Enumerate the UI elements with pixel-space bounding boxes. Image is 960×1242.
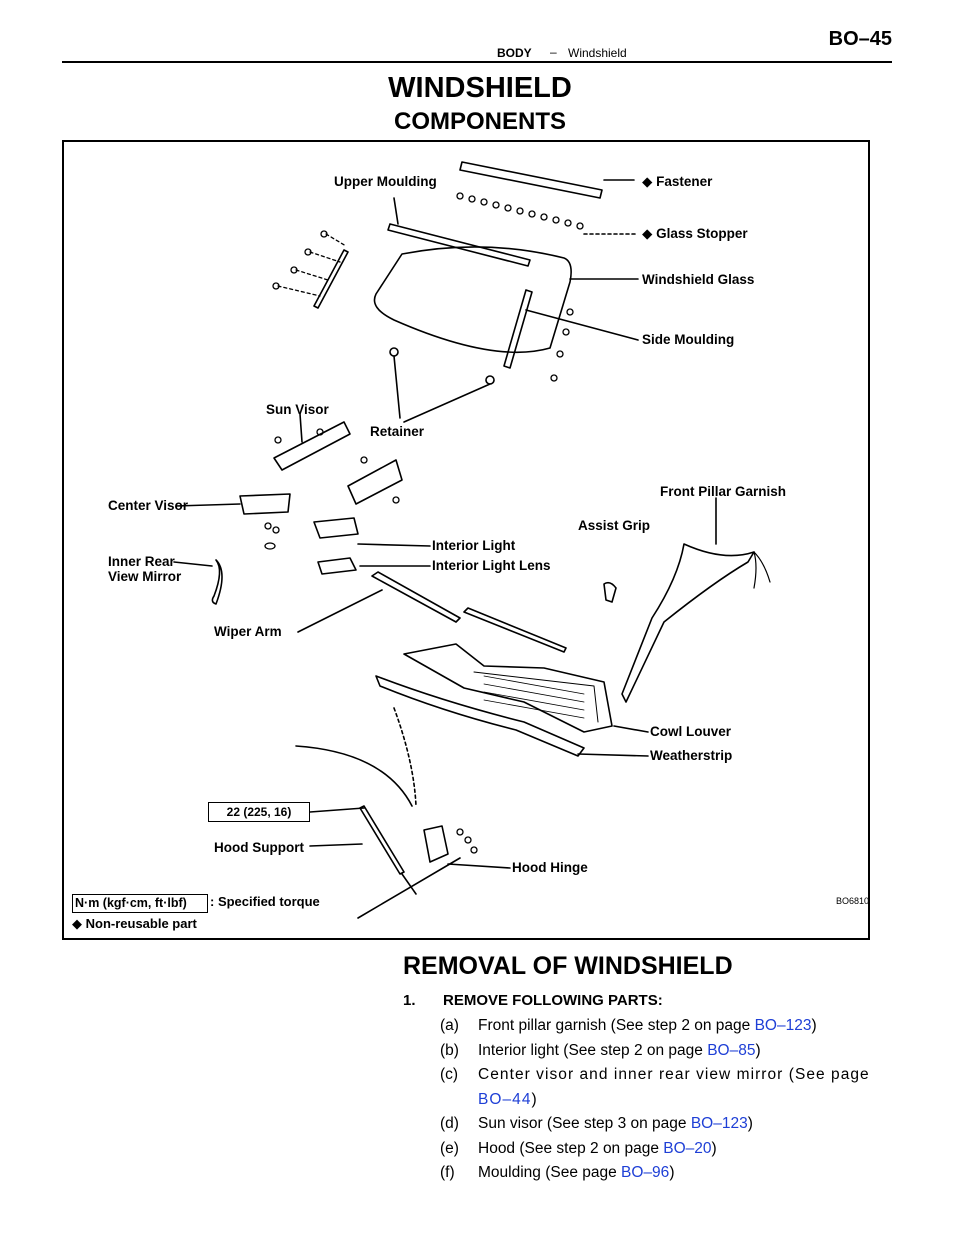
- item-text: Sun visor (See step 3 on page BO–123): [478, 1115, 753, 1133]
- label-windshield-glass: Windshield Glass: [642, 272, 755, 287]
- label-center-visor: Center Visor: [108, 498, 189, 513]
- components-diagram: ◆ Fastener ◆ Glass Stopper Upper Mouldin…: [62, 140, 870, 940]
- legend-torque-text: : Specified torque: [210, 894, 320, 909]
- header-topic: Windshield: [568, 46, 627, 60]
- label-cowl-louver: Cowl Louver: [650, 724, 732, 739]
- header-section: BODY: [497, 46, 532, 60]
- header-separator: –: [550, 45, 557, 59]
- label-side-moulding: Side Moulding: [642, 332, 735, 347]
- item-key: (a): [440, 1017, 459, 1034]
- removal-items: (a) Front pillar garnish (See step 2 on …: [440, 1014, 900, 1186]
- item-text: Interior light (See step 2 on page BO–85…: [478, 1041, 761, 1059]
- list-item: (c) Center visor and inner rear view mir…: [440, 1063, 900, 1112]
- label-interior-light: Interior Light: [432, 538, 516, 553]
- removal-heading: REMOVAL OF WINDSHIELD: [403, 952, 733, 980]
- header-rule: [62, 61, 892, 63]
- item-key: (f): [440, 1164, 455, 1182]
- item-text: Center visor and inner rear view mirror …: [478, 1066, 870, 1108]
- list-item: (f) Moulding (See page BO–96): [440, 1161, 900, 1186]
- page-link[interactable]: BO–96: [621, 1164, 670, 1182]
- exploded-view-drawing: [173, 161, 771, 919]
- torque-spec-box: 22 (225, 16): [208, 802, 310, 822]
- page-number: BO–45: [828, 28, 892, 50]
- list-item: (b) Interior light (See step 2 on page B…: [440, 1039, 900, 1064]
- section-title: COMPONENTS: [393, 108, 566, 135]
- label-sun-visor: Sun Visor: [266, 402, 329, 417]
- list-item: (e) Hood (See step 2 on page BO–20): [440, 1137, 900, 1162]
- item-key: (d): [440, 1115, 459, 1133]
- label-assist-grip: Assist Grip: [578, 518, 651, 533]
- item-text: Moulding (See page BO–96): [478, 1164, 675, 1182]
- page-link[interactable]: BO–85: [707, 1041, 756, 1059]
- removal-section: REMOVAL OF WINDSHIELD 1. REMOVE FOLLOWING…: [403, 952, 903, 1181]
- label-weatherstrip: Weatherstrip: [650, 748, 733, 763]
- item-key: (e): [440, 1139, 459, 1157]
- label-fastener: ◆ Fastener: [642, 174, 713, 189]
- page-link[interactable]: BO–123: [754, 1017, 812, 1034]
- page-header: BODY – Windshield BO–45: [62, 24, 892, 63]
- page-link[interactable]: BO–20: [663, 1139, 712, 1157]
- label-upper-moulding: Upper Moulding: [334, 174, 437, 189]
- list-item: (d) Sun visor (See step 3 on page BO–123…: [440, 1112, 900, 1137]
- list-item: (a) Front pillar garnish (See step 2 on …: [440, 1014, 900, 1039]
- label-front-pillar-garnish: Front Pillar Garnish: [660, 484, 787, 499]
- legend-nonreusable: ◆ Non-reusable part: [72, 916, 197, 931]
- label-hood-support: Hood Support: [214, 840, 304, 855]
- legend-unit-box: N·m (kgf·cm, ft·lbf): [72, 894, 208, 913]
- label-interior-light-lens: Interior Light Lens: [432, 558, 551, 573]
- label-wiper-arm: Wiper Arm: [214, 624, 282, 639]
- item-key: (c): [440, 1066, 459, 1084]
- step-title: REMOVE FOLLOWING PARTS:: [443, 992, 663, 1009]
- item-key: (b): [440, 1041, 459, 1059]
- label-retainer: Retainer: [370, 424, 425, 439]
- label-hood-hinge: Hood Hinge: [512, 860, 588, 875]
- label-glass-stopper: ◆ Glass Stopper: [642, 226, 748, 241]
- page-link[interactable]: BO–123: [690, 1115, 748, 1133]
- page-link[interactable]: BO–44: [478, 1090, 532, 1108]
- item-text: Hood (See step 2 on page BO–20): [478, 1139, 717, 1157]
- step-number: 1.: [403, 992, 416, 1009]
- figure-code: BO6810: [836, 896, 870, 906]
- page-title: WINDSHIELD: [388, 72, 572, 104]
- removal-step-1: 1. REMOVE FOLLOWING PARTS:: [403, 992, 663, 1009]
- label-inner-rear-view-mirror: Inner Rear View Mirror: [108, 554, 182, 584]
- item-text: Front pillar garnish (See step 2 on page…: [478, 1017, 817, 1034]
